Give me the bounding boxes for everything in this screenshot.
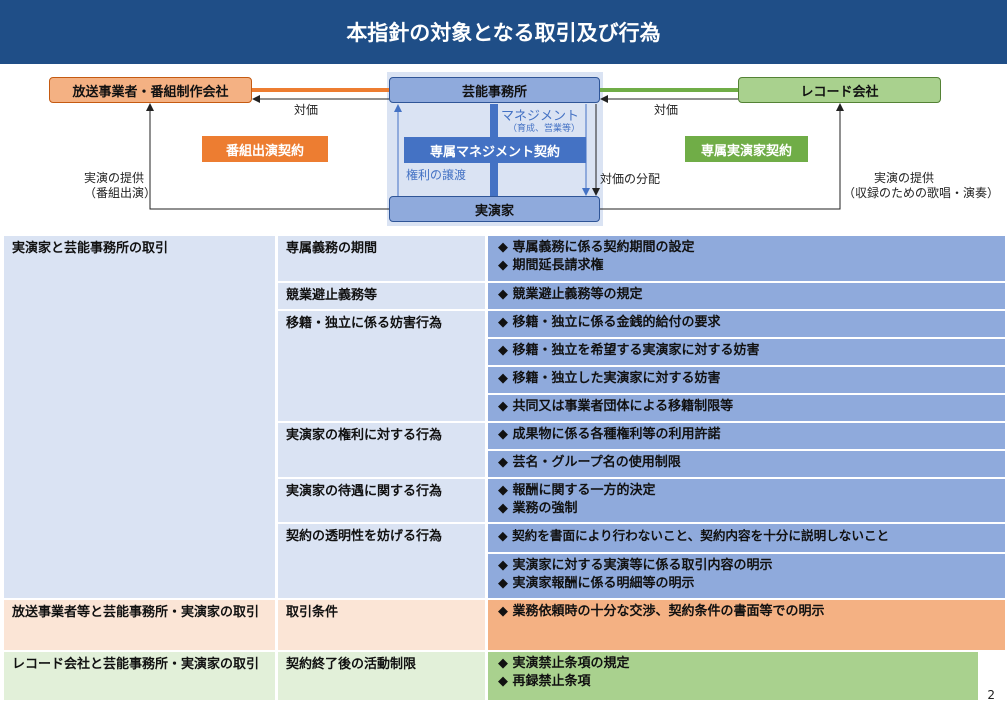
distribution-label: 対価の分配 — [600, 172, 661, 186]
management-sub-label: （育成、営業等） — [508, 124, 581, 134]
section-3-label: レコード会社と芸能事務所・実演家の取引 — [4, 652, 275, 700]
item-row-7: ◆ 成果物に係る各種権利等の利用許諾 — [488, 423, 1005, 449]
left-performance-label-1: 実演の提供 — [84, 171, 145, 185]
sub-label-2: 競業避止義務等 — [278, 283, 485, 309]
item-row-10: ◆ 契約を書面により行わないこと、契約内容を十分に説明しないこと — [488, 524, 1005, 552]
item-text: ◆ 成果物に係る各種権利等の利用許諾 — [498, 427, 721, 442]
item-text: ◆ 契約を書面により行わないこと、契約内容を十分に説明しないこと — [498, 528, 890, 543]
item-row-3: ◆ 移籍・独立に係る金銭的給付の要求 — [488, 311, 1005, 337]
page-title: 本指針の対象となる取引及び行為 — [0, 0, 1007, 64]
exclusive-contract-label: 専属マネジメント契約 — [404, 137, 586, 163]
performer-box: 実演家 — [389, 196, 600, 222]
left-performance-arrow — [146, 103, 389, 210]
item-row-13: ◆ 実演禁止条項の規定 ◆ 再録禁止条項 — [488, 652, 978, 700]
item-row-9: ◆ 報酬に関する一方的決定 ◆ 業務の強制 — [488, 479, 1005, 522]
item-text: ◆ 移籍・独立に係る金銭的給付の要求 — [498, 315, 721, 330]
item-row-1: ◆ 専属義務に係る契約期間の設定 ◆ 期間延長請求権 — [488, 236, 1005, 281]
section-1-label: 実演家と芸能事務所の取引 — [4, 236, 275, 598]
item-row-2: ◆ 競業避止義務等の規定 — [488, 283, 1005, 309]
item-text: ◆ 実演家報酬に係る明細等の明示 — [498, 575, 695, 591]
item-text: ◆ 再録禁止条項 — [498, 673, 591, 689]
left-performance-label-2: （番組出演） — [84, 186, 157, 200]
agency-box: 芸能事務所 — [389, 77, 600, 103]
item-text: ◆ 期間延長請求権 — [498, 257, 604, 273]
item-row-11: ◆ 実演家に対する実演等に係る取引内容の明示 ◆ 実演家報酬に係る明細等の明示 — [488, 554, 1005, 598]
left-payment-label: 対価 — [294, 103, 319, 117]
sub-label-1: 専属義務の期間 — [278, 236, 485, 281]
sub-label-3: 移籍・独立に係る妨害行為 — [278, 311, 485, 421]
right-performance-label-2: （収録のための歌唱・演奏） — [843, 186, 1000, 200]
item-text: ◆ 共同又は事業者団体による移籍制限等 — [498, 399, 734, 414]
sub-label-8: 契約終了後の活動制限 — [278, 652, 485, 700]
page-number: 2 — [987, 688, 995, 702]
item-text: ◆ 競業避止義務等の規定 — [498, 287, 643, 302]
item-text: ◆ 実演家に対する実演等に係る取引内容の明示 — [498, 558, 773, 573]
item-row-4: ◆ 移籍・独立を希望する実演家に対する妨害 — [488, 339, 1005, 365]
sub-label-6: 契約の透明性を妨げる行為 — [278, 524, 485, 598]
sub-label-7: 取引条件 — [278, 600, 485, 650]
right-performance-arrow — [600, 103, 844, 210]
item-row-12: ◆ 業務依頼時の十分な交渉、契約条件の書面等での明示 — [488, 600, 1005, 650]
item-text: ◆ 報酬に関する一方的決定 — [498, 483, 656, 498]
item-text: ◆ 専属義務に係る契約期間の設定 — [498, 240, 695, 255]
sub-label-4: 実演家の権利に対する行為 — [278, 423, 485, 477]
record-company-box: レコード会社 — [738, 77, 941, 103]
item-text: ◆ 移籍・独立した実演家に対する妨害 — [498, 371, 721, 386]
rights-transfer-label: 権利の譲渡 — [406, 168, 467, 182]
item-text: ◆ 業務依頼時の十分な交渉、契約条件の書面等での明示 — [498, 604, 825, 619]
sub-label-5: 実演家の待遇に関する行為 — [278, 479, 485, 522]
item-text: ◆ 移籍・独立を希望する実演家に対する妨害 — [498, 343, 760, 358]
item-row-8: ◆ 芸名・グループ名の使用制限 — [488, 451, 1005, 477]
right-performance-label-1: 実演の提供 — [874, 171, 935, 185]
item-row-5: ◆ 移籍・独立した実演家に対する妨害 — [488, 367, 1005, 393]
item-text: ◆ 業務の強制 — [498, 500, 578, 516]
broadcaster-box: 放送事業者・番組制作会社 — [49, 77, 252, 103]
right-contract-label: 専属実演家契約 — [685, 136, 808, 162]
left-contract-label: 番組出演契約 — [202, 136, 328, 162]
item-text: ◆ 実演禁止条項の規定 — [498, 656, 630, 671]
section-2-label: 放送事業者等と芸能事務所・実演家の取引 — [4, 600, 275, 650]
item-row-6: ◆ 共同又は事業者団体による移籍制限等 — [488, 395, 1005, 421]
item-text: ◆ 芸名・グループ名の使用制限 — [498, 455, 681, 470]
right-payment-label: 対価 — [654, 103, 679, 117]
management-label: マネジメント — [501, 109, 580, 124]
